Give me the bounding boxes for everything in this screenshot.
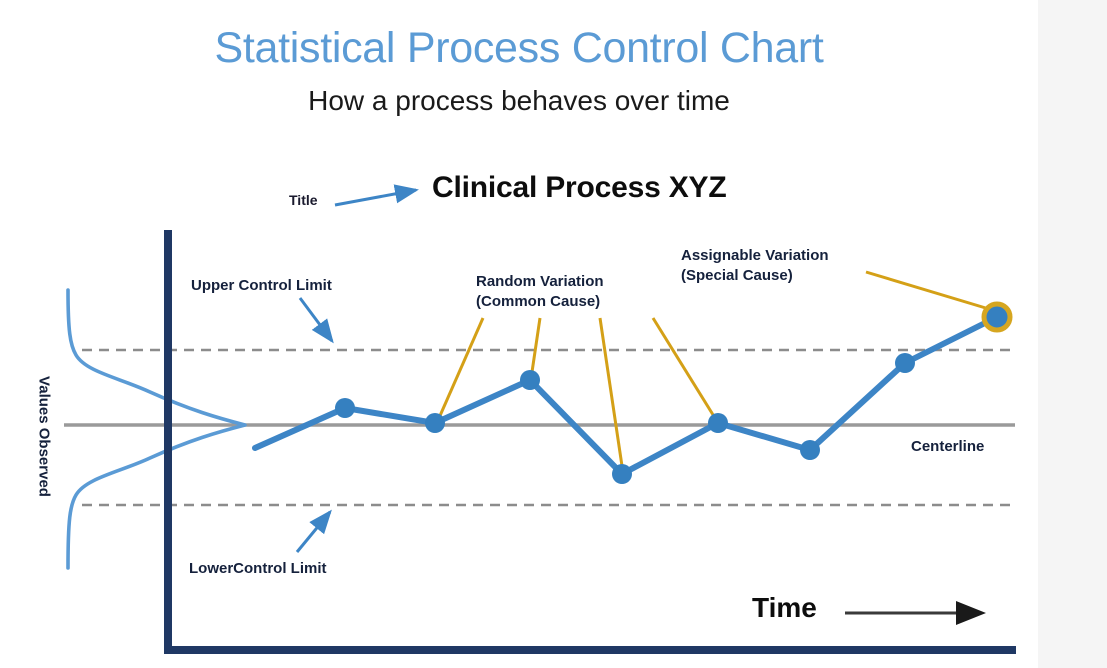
- data-point-markers: [335, 301, 1013, 484]
- ucl-callout-arrow: [298, 297, 334, 344]
- x-axis-label: Time: [752, 592, 817, 623]
- normal-distribution-curve: [66, 288, 247, 570]
- annotation-assignable-variation: Assignable Variation (Special Cause): [681, 247, 829, 284]
- annotation-random-variation: Random Variation (Common Cause): [476, 273, 604, 310]
- data-point[interactable]: [425, 413, 445, 433]
- annotation-centerline: Centerline: [911, 438, 985, 455]
- data-point-highlighted[interactable]: [981, 301, 1013, 333]
- data-point[interactable]: [612, 464, 632, 484]
- data-point[interactable]: [520, 370, 540, 390]
- annotation-title-callout: Title: [289, 192, 318, 208]
- page-subtitle: How a process behaves over time: [308, 85, 730, 116]
- lcl-callout-arrow: [295, 509, 332, 553]
- title-callout-arrow: [334, 184, 419, 207]
- annotation-upper-control-limit: Upper Control Limit: [191, 277, 332, 294]
- annotation-lower-control-limit: LowerControl Limit: [189, 560, 327, 577]
- random-variation-leader-lines: [437, 317, 717, 467]
- chart-sheet: Statistical Process Control Chart How a …: [35, 24, 1016, 654]
- data-point[interactable]: [335, 398, 355, 418]
- data-point[interactable]: [895, 353, 915, 373]
- assignable-variation-leader-line: [865, 270, 990, 311]
- data-point[interactable]: [800, 440, 820, 460]
- data-series-line: [252, 314, 1000, 477]
- chart-heading: Clinical Process XYZ: [432, 171, 727, 204]
- data-point[interactable]: [708, 413, 728, 433]
- page-title: Statistical Process Control Chart: [214, 24, 824, 72]
- y-axis-label: Values Observed: [35, 376, 53, 497]
- spc-chart-graphic: [64, 184, 1016, 654]
